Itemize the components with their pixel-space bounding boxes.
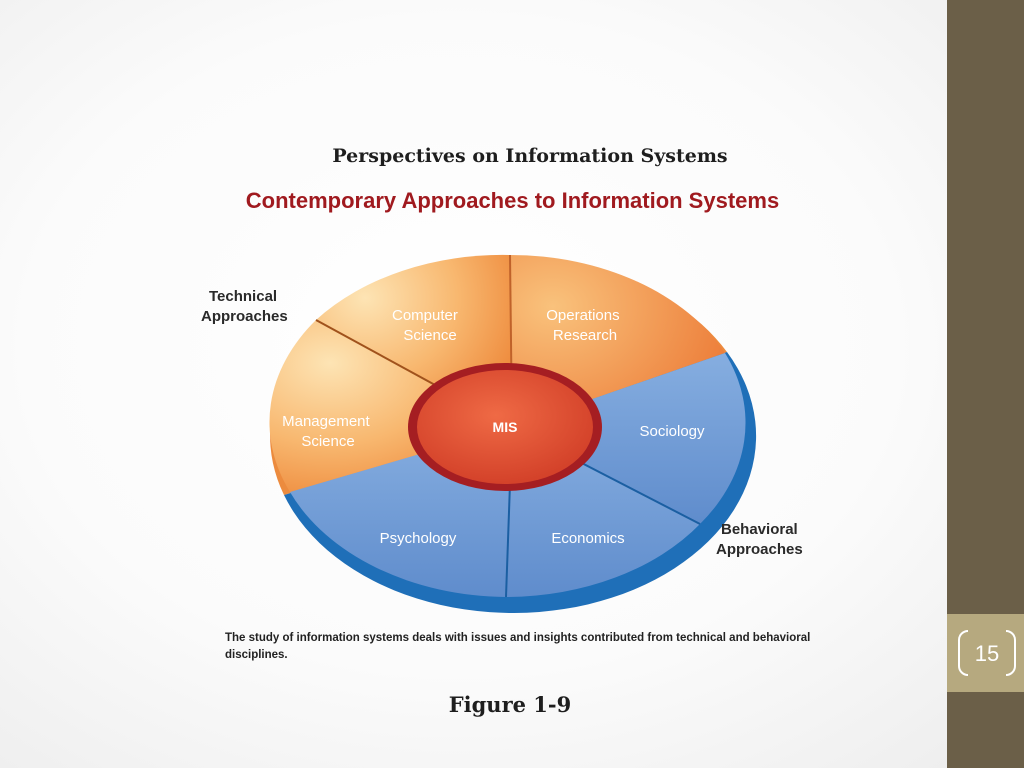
technical-approaches-label-2: Approaches xyxy=(201,308,288,325)
mis-center xyxy=(417,370,593,484)
svg-text:Behavioral Approaches: Behavioral Approaches xyxy=(716,521,803,558)
psychology-label: Psychology xyxy=(380,530,457,547)
svg-text:Technical Approaches: Technical Approaches xyxy=(201,288,288,325)
management-science-label-2: Science xyxy=(301,433,354,450)
technical-approaches-label-1: Technical xyxy=(209,288,277,305)
sociology-wedge xyxy=(512,353,746,524)
page-number-bracket xyxy=(958,630,1016,676)
operations-research-label-2: Research xyxy=(553,327,617,344)
slide-subtitle: Perspectives on Information Systems xyxy=(332,145,728,167)
figure-caption: The study of information systems deals w… xyxy=(225,632,811,661)
svg-text:Computer Science: Computer Science xyxy=(392,307,462,344)
page-number: 15 xyxy=(974,641,1000,666)
computer-science-label-2: Science xyxy=(403,327,456,344)
mis-label: MIS xyxy=(493,419,518,435)
operations-research-label-1: Operations xyxy=(546,307,619,324)
behavioral-approaches-label-1: Behavioral xyxy=(721,521,798,538)
sociology-label: Sociology xyxy=(639,423,705,440)
figure-label: Figure 1-9 xyxy=(448,692,572,717)
management-science-wedge xyxy=(269,320,512,492)
behavioral-approaches-label-2: Approaches xyxy=(716,541,803,558)
computer-science-label-1: Computer xyxy=(392,307,458,324)
svg-text:Operations Research: Operations Research xyxy=(546,307,624,344)
economics-label: Economics xyxy=(551,530,624,547)
svg-text:Management Science: Management Science xyxy=(282,413,374,450)
management-science-label-1: Management xyxy=(282,413,370,430)
slide-title: Contemporary Approaches to Information S… xyxy=(245,188,780,213)
